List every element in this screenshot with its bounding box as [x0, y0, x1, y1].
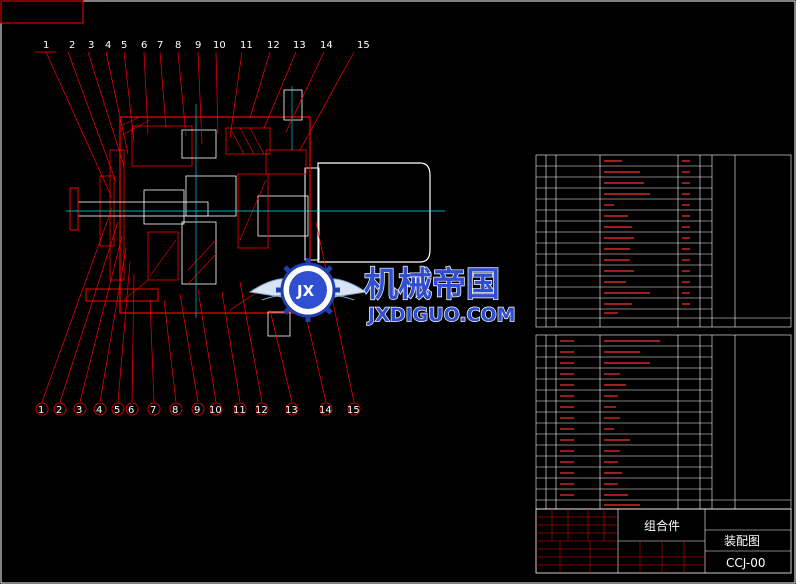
callout-10: 10: [213, 40, 226, 51]
callout-3: 3: [88, 40, 94, 51]
bottom-callout-14: 14: [319, 405, 332, 416]
top-callouts: 1 2 3 4 5 6 7 8 9 10 11 12 13 14 15: [43, 40, 370, 51]
bottom-callout-9: 9: [194, 405, 200, 416]
callout-2: 2: [69, 40, 75, 51]
callout-1: 1: [43, 40, 49, 51]
watermark-en: JXDIGUO.COM: [366, 304, 516, 326]
watermark-cn: 机械帝国: [364, 265, 500, 305]
bottom-callout-10: 10: [209, 405, 222, 416]
bottom-callout-11: 11: [233, 405, 246, 416]
part-name: 组合件: [644, 518, 680, 533]
shaft: [77, 201, 209, 217]
gear-logo-icon: JX: [276, 258, 340, 322]
callout-4: 4: [105, 40, 111, 51]
callout-11: 11: [240, 40, 253, 51]
title-block: 组合件 装配图 CCJ-00: [535, 508, 792, 574]
bottom-callouts: 1 2 3 4 5 6 7 8 9 10 11 12 13 14 15: [35, 402, 361, 416]
assembly-view: [66, 86, 445, 337]
callout-8: 8: [175, 40, 181, 51]
parts-list-upper-entries: [604, 160, 690, 314]
callout-15: 15: [357, 40, 370, 51]
top-leaders: [35, 51, 355, 199]
motor-flange: [304, 167, 320, 261]
callout-7: 7: [157, 40, 163, 51]
bottom-callout-12: 12: [255, 405, 268, 416]
bottom-callout-3: 3: [76, 405, 82, 416]
callout-6: 6: [141, 40, 147, 51]
drawing-type: 装配图: [724, 534, 760, 548]
bottom-callout-8: 8: [172, 405, 178, 416]
bottom-callout-4: 4: [96, 405, 102, 416]
parts-list-lower: [535, 334, 792, 510]
bottom-callout-5: 5: [114, 405, 120, 416]
callout-5: 5: [121, 40, 127, 51]
bottom-callout-7: 7: [150, 405, 156, 416]
bottom-callout-6: 6: [128, 405, 134, 416]
logo-text: JX: [296, 282, 315, 300]
parts-list-upper: [535, 154, 792, 328]
callout-13: 13: [293, 40, 306, 51]
bottom-callout-13: 13: [285, 405, 298, 416]
parts-list-lower-entries: [560, 340, 660, 506]
bolt: [85, 288, 159, 302]
callout-14: 14: [320, 40, 333, 51]
callout-9: 9: [195, 40, 201, 51]
bottom-callout-1: 1: [38, 405, 44, 416]
bottom-leaders: [41, 207, 355, 403]
motor-housing: [317, 162, 431, 263]
watermark: JX 机械帝国 JXDIGUO.COM: [248, 258, 516, 327]
bottom-callout-2: 2: [56, 405, 62, 416]
corner-label-box: [0, 0, 84, 24]
bottom-callout-15: 15: [347, 405, 360, 416]
callout-12: 12: [267, 40, 280, 51]
pump-body: [119, 116, 311, 314]
drawing-code: CCJ-00: [726, 556, 765, 570]
handwheel: [69, 187, 79, 231]
